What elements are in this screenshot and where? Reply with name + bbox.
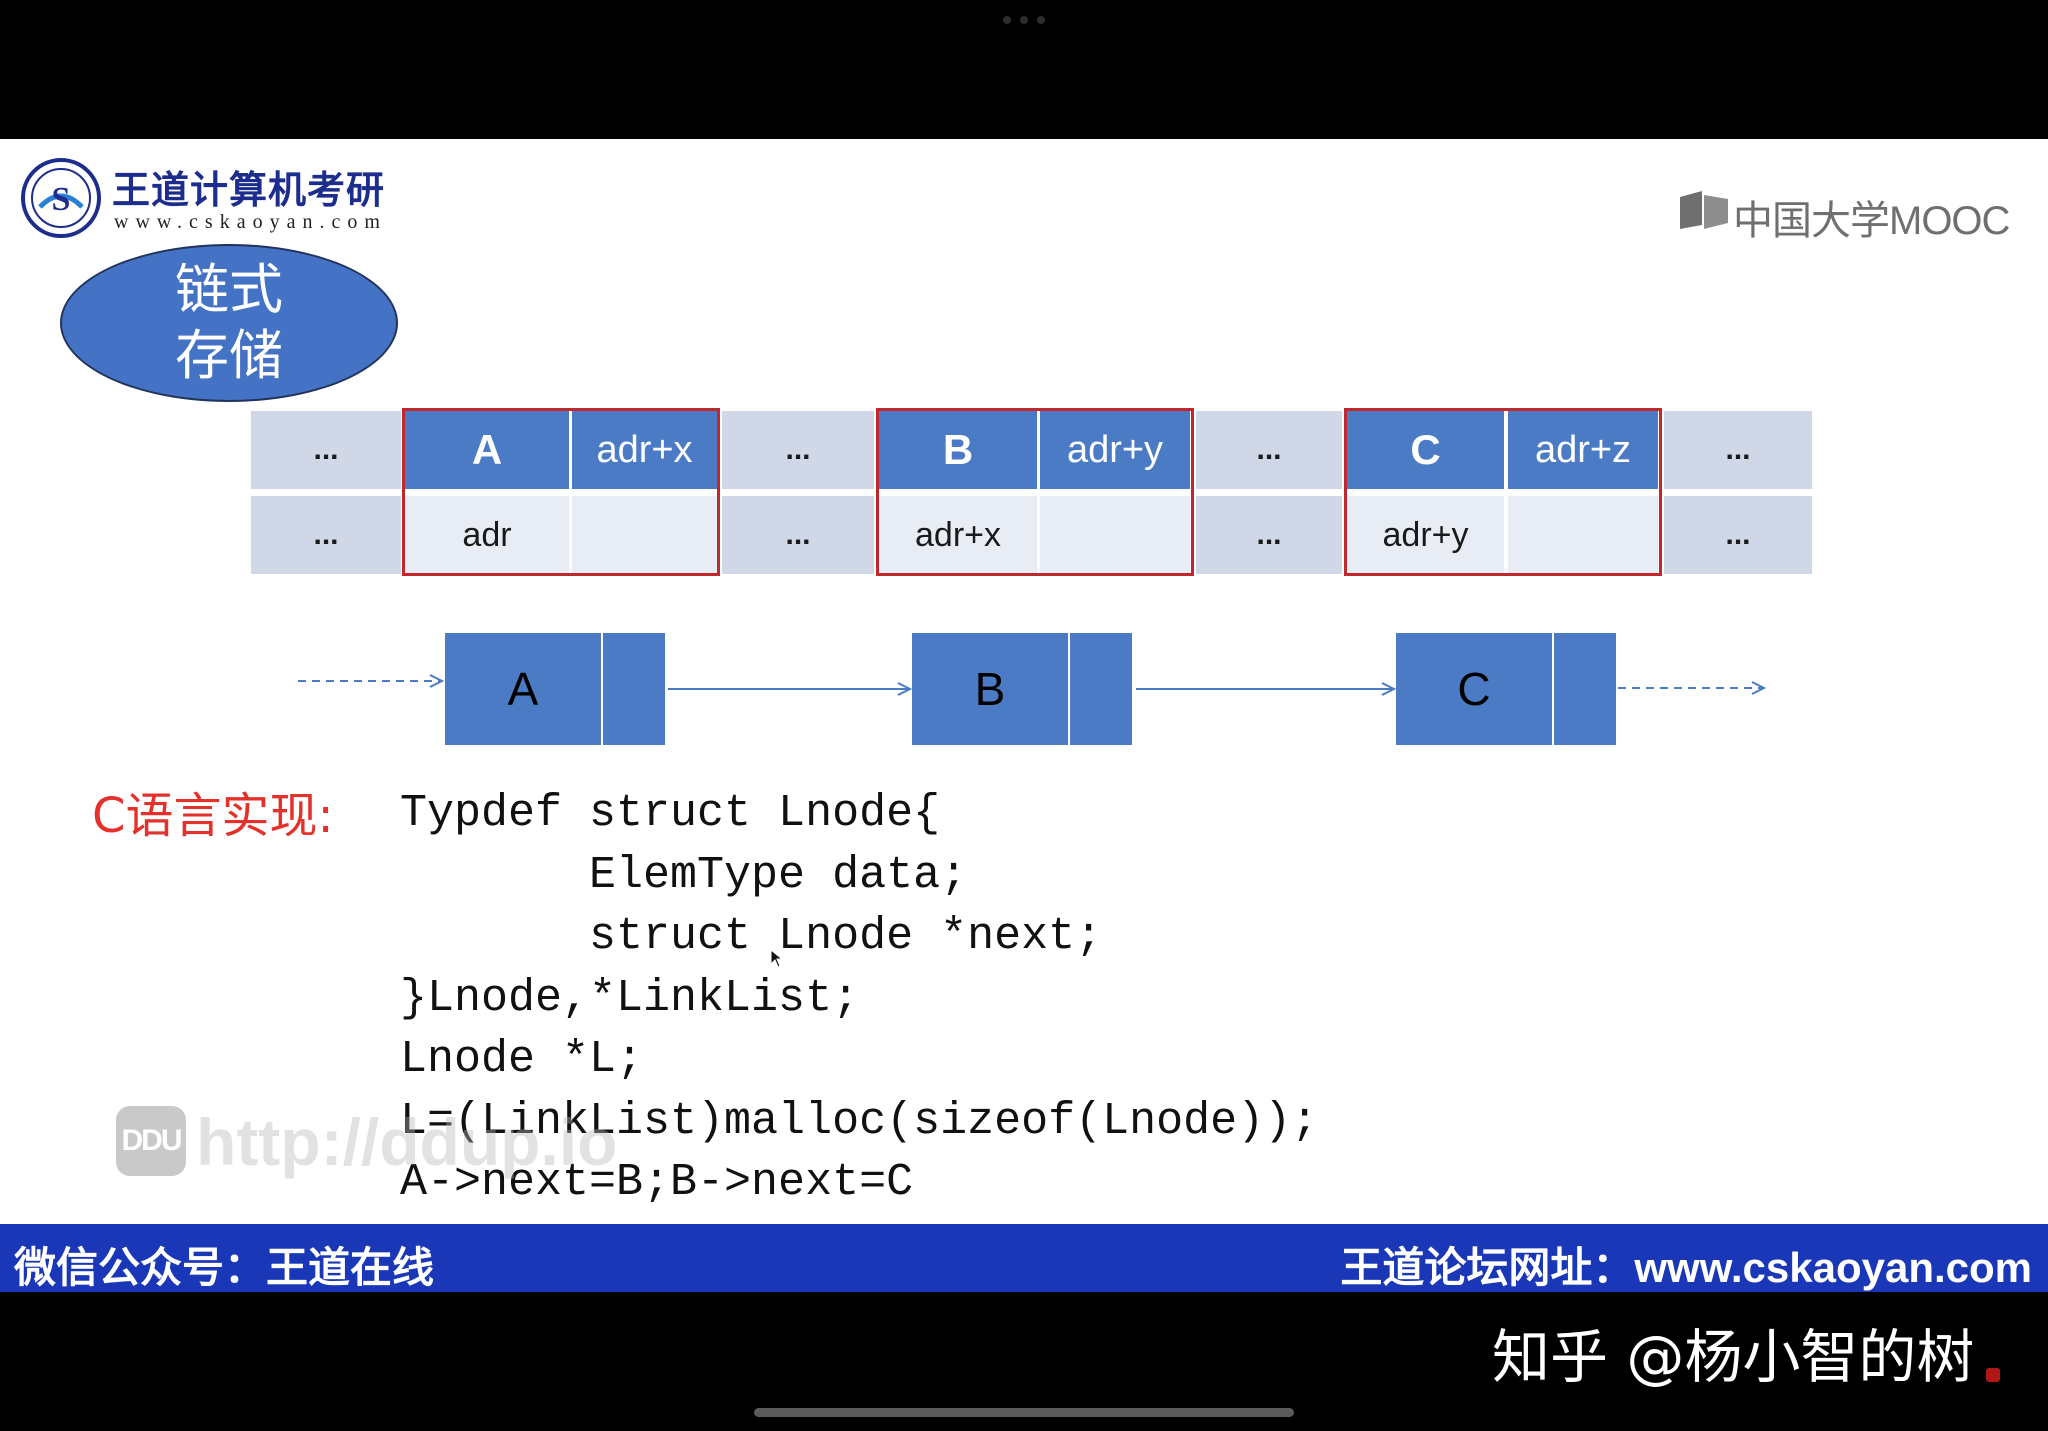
mem-gap-cell: ... xyxy=(251,496,401,574)
node-next-header: adr+x xyxy=(572,411,717,489)
mem-gap-cell: ... xyxy=(1196,411,1342,489)
slide-footer: 微信公众号：王道在线 王道论坛网址：www.cskaoyan.com xyxy=(0,1224,2048,1292)
diagram-arrows xyxy=(298,139,2048,1292)
code-line: ElemType data; xyxy=(400,849,968,901)
node-next-header: adr+z xyxy=(1508,411,1658,489)
code-line: }Lnode,*LinkList; xyxy=(400,972,860,1024)
brand-name: 王道计算机考研 xyxy=(112,170,386,212)
list-node-b: B xyxy=(912,633,1132,745)
node-address-cell: adr+x xyxy=(879,496,1037,574)
forum-url-text: 王道论坛网址：www.cskaoyan.com xyxy=(1340,1244,2032,1291)
mem-gap-cell: ... xyxy=(722,411,874,489)
node-empty-cell xyxy=(1508,496,1658,574)
mooc-brand-name: 中国大学MOOC xyxy=(1733,199,2010,243)
window-dots-icon[interactable] xyxy=(1003,16,1045,26)
node-data-header: C xyxy=(1347,411,1504,489)
code-line: A->next=B;B->next=C xyxy=(400,1157,914,1208)
slide: S 王道计算机考研 www.cskaoyan.com 中国大学MOOC 链式 存… xyxy=(0,139,2048,1292)
c-implementation-label: C语言实现: xyxy=(92,788,334,844)
code-line: L=(LinkList)malloc(sizeof(Lnode)); xyxy=(400,1095,1319,1147)
node-data-header: B xyxy=(879,411,1037,489)
node-data-field: C xyxy=(1396,633,1554,745)
list-node-a: A xyxy=(445,633,665,745)
mem-gap-cell: ... xyxy=(251,411,401,489)
node-next-header: adr+y xyxy=(1040,411,1190,489)
node-pointer-field xyxy=(1554,633,1616,745)
node-empty-cell xyxy=(572,496,717,574)
node-address-cell: adr xyxy=(405,496,569,574)
node-pointer-field xyxy=(1070,633,1132,745)
node-empty-cell xyxy=(1040,496,1190,574)
recording-indicator-icon xyxy=(1986,1368,2000,1382)
node-data-header: A xyxy=(405,411,569,489)
zhihu-watermark: 知乎 @杨小智的树 xyxy=(1492,1323,1975,1391)
mem-gap-cell: ... xyxy=(1196,496,1342,574)
code-line: struct Lnode *next; xyxy=(400,911,1103,962)
list-node-c: C xyxy=(1396,633,1616,745)
wechat-account-text: 微信公众号：王道在线 xyxy=(14,1244,435,1291)
topic-line-1: 链式 xyxy=(175,258,283,321)
code-line: Typdef struct Lnode{ xyxy=(400,788,941,839)
mouse-cursor-icon xyxy=(770,949,784,968)
topic-line-2: 存储 xyxy=(175,324,283,387)
wangdao-seal-icon: S xyxy=(21,158,101,238)
watermark-badge: DDU xyxy=(116,1106,186,1176)
mem-gap-cell: ... xyxy=(1664,496,1812,574)
topic-oval: 链式 存储 xyxy=(60,244,398,402)
home-indicator-bar[interactable] xyxy=(754,1408,1294,1417)
node-address-cell: adr+y xyxy=(1347,496,1504,574)
code-line: Lnode *L; xyxy=(400,1034,644,1085)
mem-gap-cell: ... xyxy=(722,496,874,574)
node-data-field: A xyxy=(445,633,603,745)
watermark-url: http://ddup.io xyxy=(196,1105,618,1179)
svg-text:S: S xyxy=(52,181,71,218)
code-block: Typdef struct Lnode{ ElemType data; stru… xyxy=(400,783,1318,1214)
node-pointer-field xyxy=(603,633,665,745)
brand-url: www.cskaoyan.com xyxy=(114,211,387,233)
mem-gap-cell: ... xyxy=(1664,411,1812,489)
node-data-field: B xyxy=(912,633,1070,745)
mooc-logo-icon xyxy=(1680,191,1728,229)
